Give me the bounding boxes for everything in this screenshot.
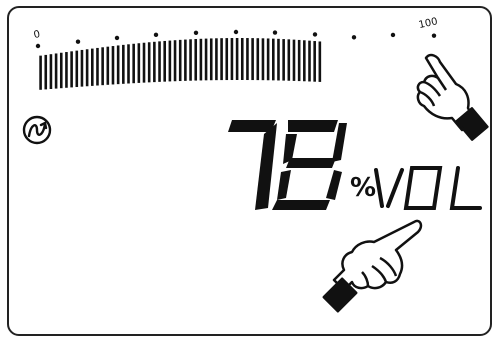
scale-dot — [194, 31, 198, 35]
scale-dot — [273, 30, 277, 34]
pointing-hand-icon — [324, 221, 421, 311]
unit-vol — [376, 168, 480, 208]
volume-bar — [41, 38, 320, 90]
scale-dot — [154, 33, 158, 37]
scale-dot — [313, 32, 317, 36]
scale-dot — [115, 36, 119, 40]
percent-sign: % — [350, 173, 376, 203]
scale-dot — [352, 35, 356, 39]
pointing-hand-icon — [418, 55, 487, 140]
scale-dot — [36, 44, 40, 48]
scale-dot — [432, 33, 436, 37]
scale-dot — [234, 30, 238, 34]
scale-dot — [391, 33, 395, 37]
digit-8 — [272, 120, 347, 210]
digit-7 — [228, 120, 277, 210]
loop-arrow-icon — [24, 117, 50, 143]
scale-dot — [76, 39, 80, 43]
